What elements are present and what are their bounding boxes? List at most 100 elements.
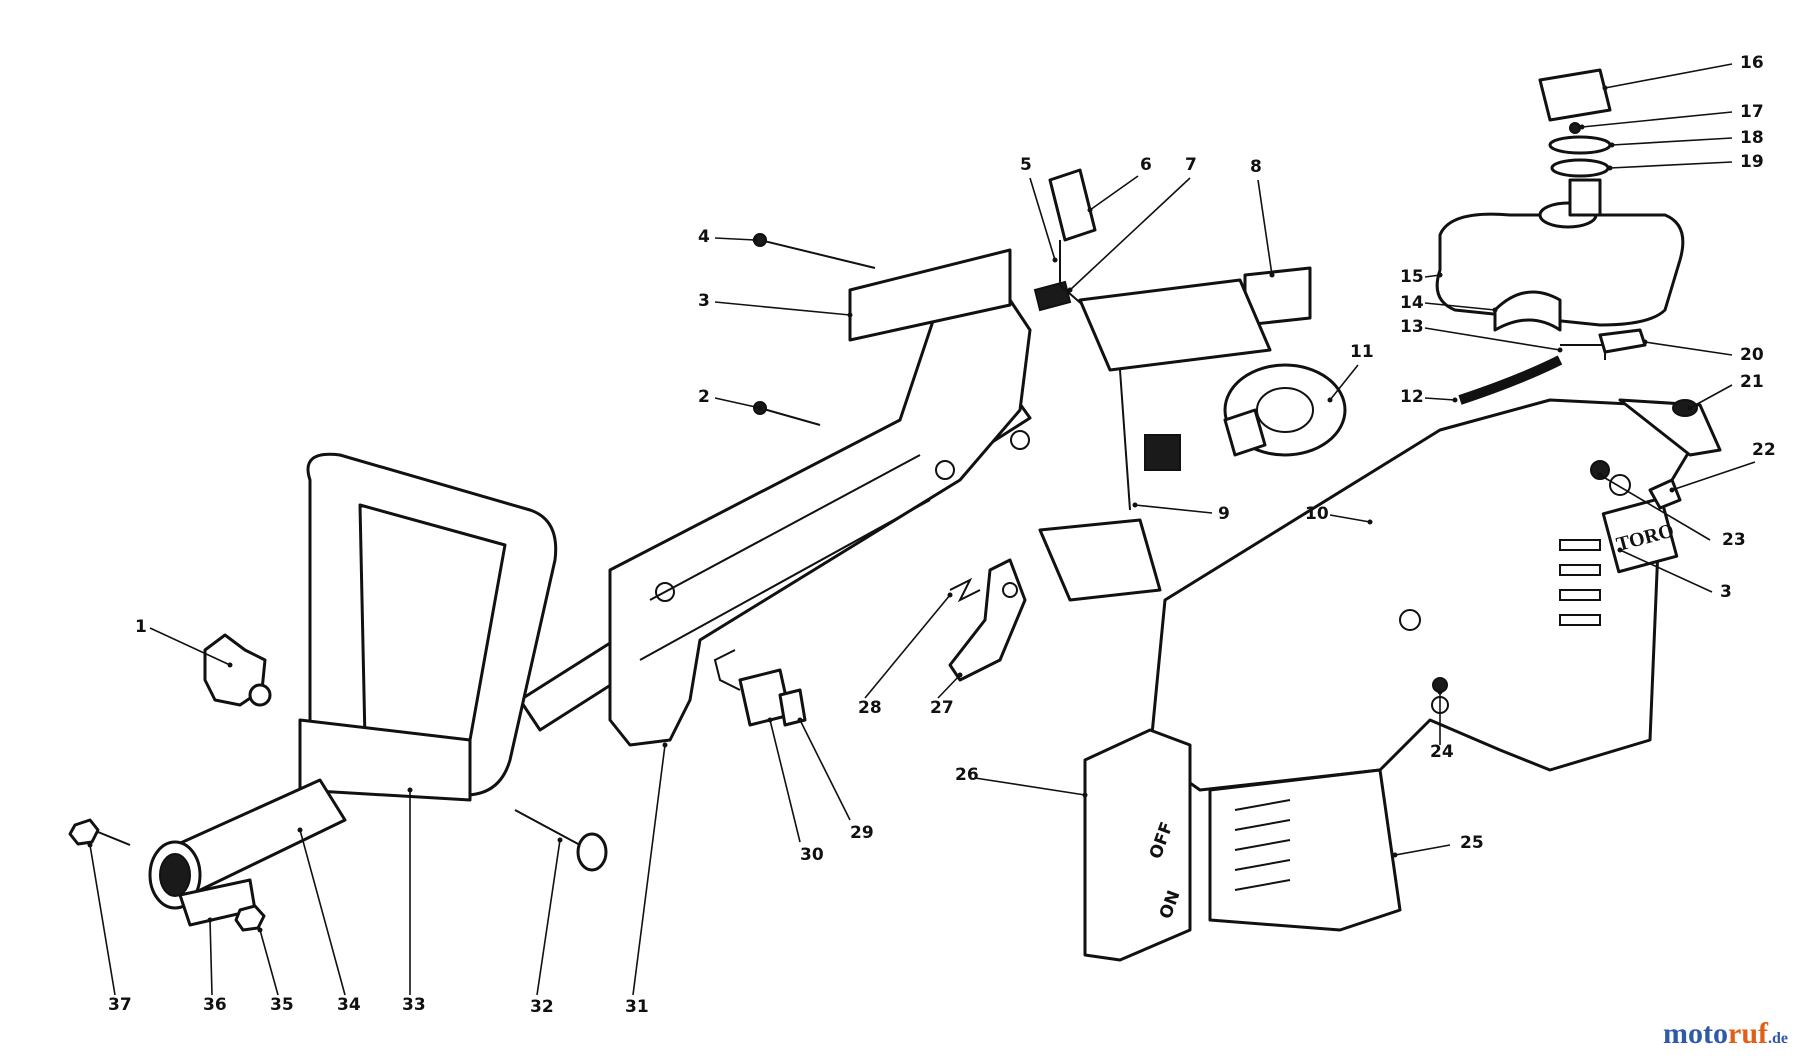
watermark-part1: moto (1663, 1017, 1728, 1050)
callout-28: 28 (858, 698, 882, 718)
callout-35: 35 (270, 995, 294, 1015)
bracket-frame (1038, 278, 1272, 602)
callout-13: 13 (1400, 317, 1424, 337)
leader-line-1 (149, 627, 231, 666)
bolt-23 (1590, 460, 1610, 480)
callout-1: 1 (135, 617, 147, 637)
leader-line-18 (1611, 137, 1733, 146)
fuel-tank (1435, 178, 1685, 332)
leader-line-30 (769, 719, 801, 843)
callout-21: 21 (1740, 372, 1764, 392)
leader-arrow-5 (1052, 257, 1058, 263)
leader-line-35 (259, 929, 279, 996)
leader-arrow-1 (227, 662, 233, 668)
callout-29: 29 (850, 823, 874, 843)
callout-8: 8 (1250, 157, 1262, 177)
leader-arrow-3a (847, 312, 853, 318)
grommet-21 (1672, 399, 1698, 417)
leader-arrow-12 (1452, 397, 1458, 403)
leader-line-8 (1257, 179, 1273, 276)
leader-line-15 (1424, 274, 1441, 278)
callout-5: 5 (1020, 155, 1032, 175)
leader-arrow-17 (1579, 124, 1585, 130)
callout-12: 12 (1400, 387, 1424, 407)
leader-arrow-10 (1367, 519, 1373, 525)
callout-32: 32 (530, 997, 554, 1017)
leader-line-34 (299, 829, 346, 996)
callout-23: 23 (1722, 530, 1746, 550)
leader-line-11 (1329, 364, 1359, 401)
leader-line-4 (714, 237, 756, 241)
leader-line-20 (1644, 341, 1733, 356)
callout-30: 30 (800, 845, 824, 865)
callout-11: 11 (1350, 342, 1374, 362)
callout-36: 36 (203, 995, 227, 1015)
leader-arrow-20 (1642, 339, 1648, 345)
nut-22 (1648, 478, 1682, 510)
bolt-4 (753, 233, 876, 269)
leader-arrow-18 (1609, 142, 1615, 148)
leader-arrow-22 (1669, 487, 1675, 493)
leader-arrow-13 (1557, 347, 1563, 353)
leader-line-36 (209, 919, 213, 996)
vent-slots (1559, 539, 1601, 626)
callout-37: 37 (108, 995, 132, 1015)
leader-line-28 (864, 594, 951, 699)
callout-4: 4 (698, 227, 710, 247)
leader-arrow-32 (557, 837, 563, 843)
leader-arrow-23 (1597, 472, 1603, 478)
callout-20: 20 (1740, 345, 1764, 365)
callout-6: 6 (1140, 155, 1152, 175)
recoil-vents (1234, 799, 1291, 891)
leader-line-7 (1069, 177, 1191, 291)
fuel-line (1458, 344, 1606, 405)
throttle-trigger (948, 558, 1027, 682)
watermark-part2: ruf (1728, 1017, 1768, 1050)
loop-handle (298, 452, 558, 802)
leader-arrow-7 (1067, 287, 1073, 293)
callout-19: 19 (1740, 152, 1764, 172)
leader-line-13 (1424, 327, 1561, 351)
leader-line-19 (1609, 161, 1733, 169)
leader-arrow-11 (1327, 397, 1333, 403)
leader-line-25 (1394, 844, 1451, 856)
callout-33: 33 (402, 995, 426, 1015)
leader-arrow-16 (1602, 85, 1608, 91)
leader-line-21 (1689, 384, 1733, 409)
leader-line-17 (1581, 111, 1733, 128)
leader-line-37 (89, 844, 116, 996)
leader-arrow-31 (662, 742, 668, 748)
leader-arrow-29 (797, 717, 803, 723)
leader-arrow-2 (757, 405, 763, 411)
leader-line-22 (1671, 461, 1756, 491)
switch-block-30 (713, 649, 792, 727)
leader-arrow-21 (1687, 405, 1693, 411)
callout-31: 31 (625, 997, 649, 1017)
callout-2: 2 (698, 387, 710, 407)
callout-34: 34 (337, 995, 361, 1015)
watermark: motoruf.de (1663, 1017, 1788, 1051)
leader-arrow-15 (1437, 272, 1443, 278)
recoil-cover (1208, 768, 1402, 932)
leader-arrow-34 (297, 827, 303, 833)
leader-line-27 (937, 674, 961, 699)
fuel-cap (1538, 68, 1612, 178)
spring-28 (949, 577, 981, 603)
callout-3b: 3 (1720, 582, 1732, 602)
leader-line-12 (1424, 397, 1456, 401)
callout-27: 27 (930, 698, 954, 718)
leader-arrow-8 (1269, 272, 1275, 278)
callout-26: 26 (955, 765, 979, 785)
switch-cover: OFF ON (1083, 728, 1192, 962)
leader-line-32 (536, 839, 561, 996)
leader-line-3b (1619, 549, 1713, 593)
callout-22: 22 (1752, 440, 1776, 460)
leader-arrow-27 (957, 672, 963, 678)
callout-3a: 3 (698, 291, 710, 311)
leader-arrow-25 (1392, 852, 1398, 858)
ignition-coil (1223, 363, 1347, 457)
leader-arrow-3b (1617, 547, 1623, 553)
callout-18: 18 (1740, 128, 1764, 148)
